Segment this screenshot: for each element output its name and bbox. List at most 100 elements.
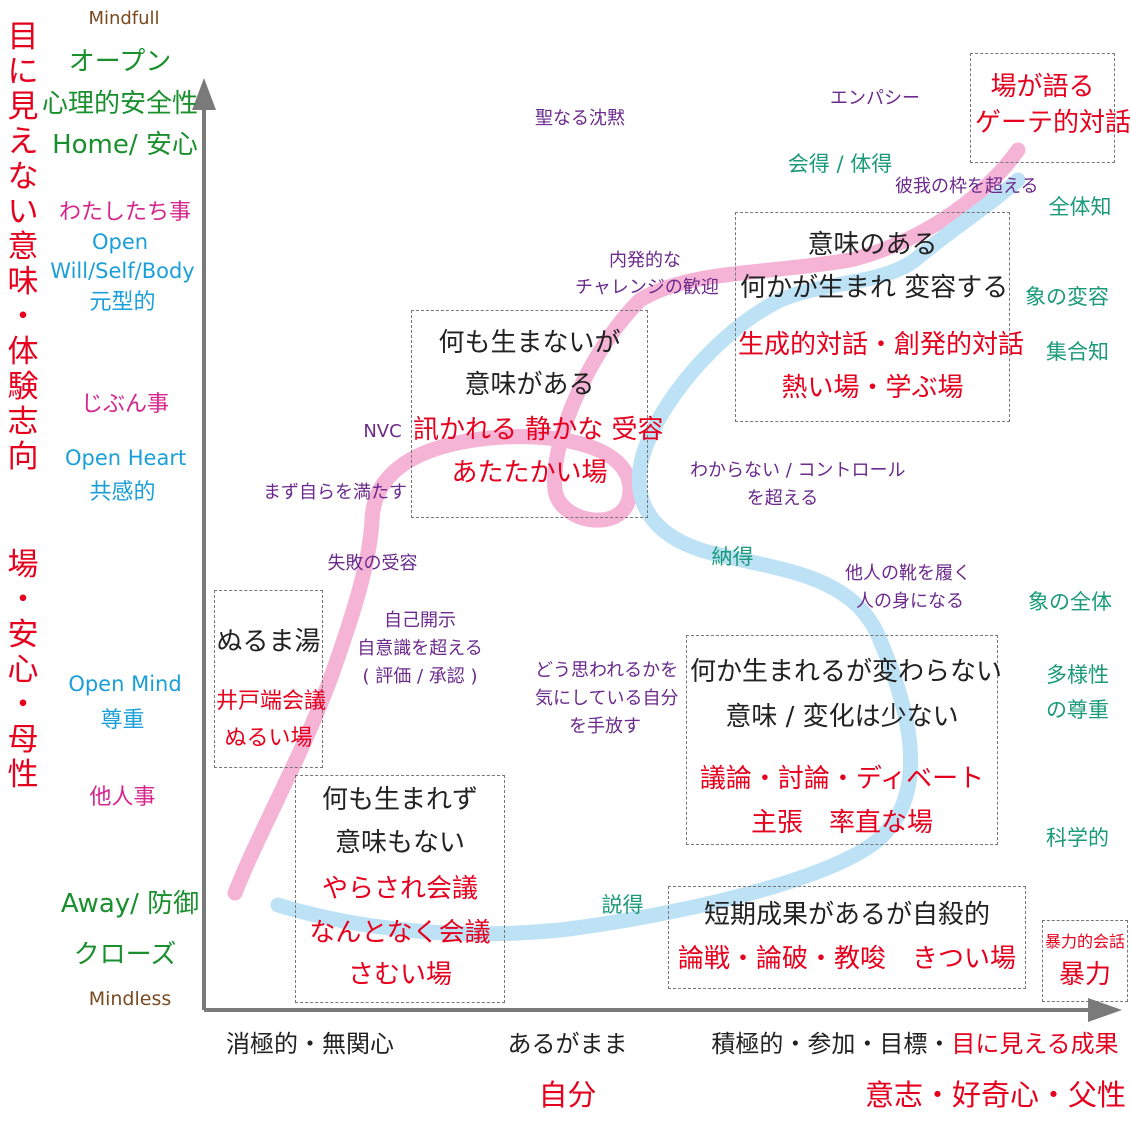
label-home: Home/ 安心 xyxy=(52,130,198,160)
vertical-char: 性 xyxy=(7,757,39,793)
label-metamorphosis: 象の変容 xyxy=(1025,285,1109,309)
vertical-axis-title-lower: 場・安心・母性 xyxy=(6,548,40,793)
note-beyond-self: 彼我の枠を超える xyxy=(895,176,1039,197)
x-axis-label-right-sub: 意志・好奇心・父性 xyxy=(865,1078,1127,1112)
label-respect: 尊重 xyxy=(100,708,145,733)
pink-curve xyxy=(227,142,1026,901)
vertical-char: 見 xyxy=(7,89,39,125)
label-open: オープン xyxy=(68,47,172,77)
blue-curve xyxy=(270,172,1026,942)
note-letgo-1: どう思われるかを xyxy=(535,660,679,681)
note-letgo-3: を手放す xyxy=(569,716,641,737)
box-nothing xyxy=(295,775,505,1003)
note-consent: 納得 xyxy=(711,545,754,569)
label-watashitachi: わたしたち事 xyxy=(58,200,191,225)
vertical-char: に xyxy=(7,54,39,90)
box-nuruma xyxy=(214,590,323,768)
note-fill-self: まず自らを満たす xyxy=(263,482,407,503)
box-violence xyxy=(1042,920,1128,1002)
meaning-red2: 熱い場・学ぶ場 xyxy=(781,373,964,403)
nothing-line1: 何も生まれず xyxy=(321,785,478,815)
note-persuasion: 説得 xyxy=(601,893,644,917)
nothing-red1: やらされ会議 xyxy=(321,874,478,904)
vertical-char: 目 xyxy=(7,19,39,55)
note-inner-challenge-1: 内発的な xyxy=(609,250,681,271)
note-self-disclosure-1: 自己開示 xyxy=(384,610,456,631)
label-mindfull: Mindfull xyxy=(88,8,160,29)
vertical-char: 体 xyxy=(7,334,39,370)
meaning-line2: 何かが生まれ 変容する xyxy=(740,273,1009,303)
vertical-char: 向 xyxy=(7,439,39,475)
x-axis-label-middle: あるがまま xyxy=(507,1030,628,1058)
label-close: クローズ xyxy=(73,940,177,970)
y-axis-arrow xyxy=(192,78,216,110)
note-empathy: エンパシー xyxy=(830,88,920,109)
note-acceptance-failure: 失敗の受容 xyxy=(327,553,418,574)
box-goethe xyxy=(970,53,1115,163)
goethe-line2: ゲーテ的対話 xyxy=(975,108,1131,138)
debate-red1: 議論・討論・ディベート xyxy=(699,764,985,794)
short-red1: 論戦・論破・教唆 きつい場 xyxy=(677,944,1016,974)
vertical-axis-title-upper: 目に見えない意味・体験志向 xyxy=(6,20,40,475)
vertical-char: 母 xyxy=(7,722,39,758)
box-short-term xyxy=(668,886,1026,989)
label-diversity-2: の尊重 xyxy=(1046,698,1109,722)
nuruma-line1: ぬるま湯 xyxy=(216,627,321,657)
nothing-meaning-line1: 何も生まないが xyxy=(438,328,621,358)
vertical-char: 味 xyxy=(7,264,39,300)
note-self-disclosure-2: 自意識を超える xyxy=(357,638,483,659)
label-will-self-body: Will/Self/Body xyxy=(50,259,195,283)
x-axis-label-right-black: 積極的・参加・目標・ xyxy=(711,1030,952,1058)
label-archetype: 元型的 xyxy=(89,290,156,315)
vertical-char: 意 xyxy=(7,229,39,265)
short-line1: 短期成果があるが自殺的 xyxy=(703,900,990,930)
nothing-meaning-red2: あたたかい場 xyxy=(451,458,608,488)
nothing-line2: 意味もない xyxy=(334,828,465,858)
note-self-disclosure-3: ( 評価 / 承認 ) xyxy=(362,666,478,687)
label-open-heart: Open Heart xyxy=(65,446,187,470)
note-letgo-2: 気にしている自分 xyxy=(535,688,679,709)
label-away: Away/ 防御 xyxy=(60,889,200,919)
box-nothing-but-meaning xyxy=(411,310,648,518)
x-axis-label-right: 積極的・参加・目標・目に見える成果 xyxy=(705,1030,1125,1059)
nuruma-red2: ぬるい場 xyxy=(224,726,313,751)
label-tanin: 他人事 xyxy=(89,785,156,810)
nuruma-red1: 井戸端会議 xyxy=(216,689,327,714)
nothing-red3: さむい場 xyxy=(347,960,452,990)
label-scientific: 科学的 xyxy=(1046,826,1109,850)
debate-line1: 何か生まれるが変わらない xyxy=(690,657,1003,687)
label-psychological-safety: 心理的安全性 xyxy=(41,89,198,119)
x-axis-label-left: 消極的・無関心 xyxy=(226,1030,394,1058)
nothing-meaning-line2: 意味がある xyxy=(464,370,595,400)
note-shoes-1: 他人の靴を履く xyxy=(845,563,971,584)
meaning-line1: 意味のある xyxy=(807,230,938,260)
note-nvc: NVC xyxy=(363,421,402,442)
note-inner-challenge-2: チャレンジの歓迎 xyxy=(575,277,719,298)
vertical-char: 場 xyxy=(7,547,39,583)
vertical-char: え xyxy=(7,124,39,160)
vertical-char: い xyxy=(7,194,39,230)
label-open-en: Open xyxy=(91,230,149,254)
violence-small: 暴力的会話 xyxy=(1044,932,1125,951)
label-open-mind: Open Mind xyxy=(68,672,182,696)
vertical-char: 験 xyxy=(7,369,39,405)
note-shoes-2: 人の身になる xyxy=(856,591,964,612)
label-mindless: Mindless xyxy=(88,988,172,1010)
nothing-red2: なんとなく会議 xyxy=(309,918,491,948)
goethe-line1: 場が語る xyxy=(990,72,1095,102)
label-collective-knowledge: 集合知 xyxy=(1046,340,1109,364)
note-sacred-silence: 聖なる沈黙 xyxy=(535,108,625,129)
note-understanding: 会得 / 体得 xyxy=(787,152,893,176)
box-debate xyxy=(686,635,998,845)
vertical-char: ・ xyxy=(7,299,39,335)
nothing-meaning-red1: 訊かれる 静かな 受容 xyxy=(413,415,664,445)
meaning-red1: 生成的対話・創発的対話 xyxy=(738,330,1025,360)
label-elephant-whole: 象の全体 xyxy=(1028,590,1112,614)
note-beyond-control-2: を超える xyxy=(746,488,819,509)
x-axis-label-right-red: 目に見える成果 xyxy=(951,1030,1119,1058)
label-whole-knowledge: 全体知 xyxy=(1048,195,1112,219)
vertical-char: 安 xyxy=(7,617,39,653)
box-meaning-transform xyxy=(735,212,1010,422)
